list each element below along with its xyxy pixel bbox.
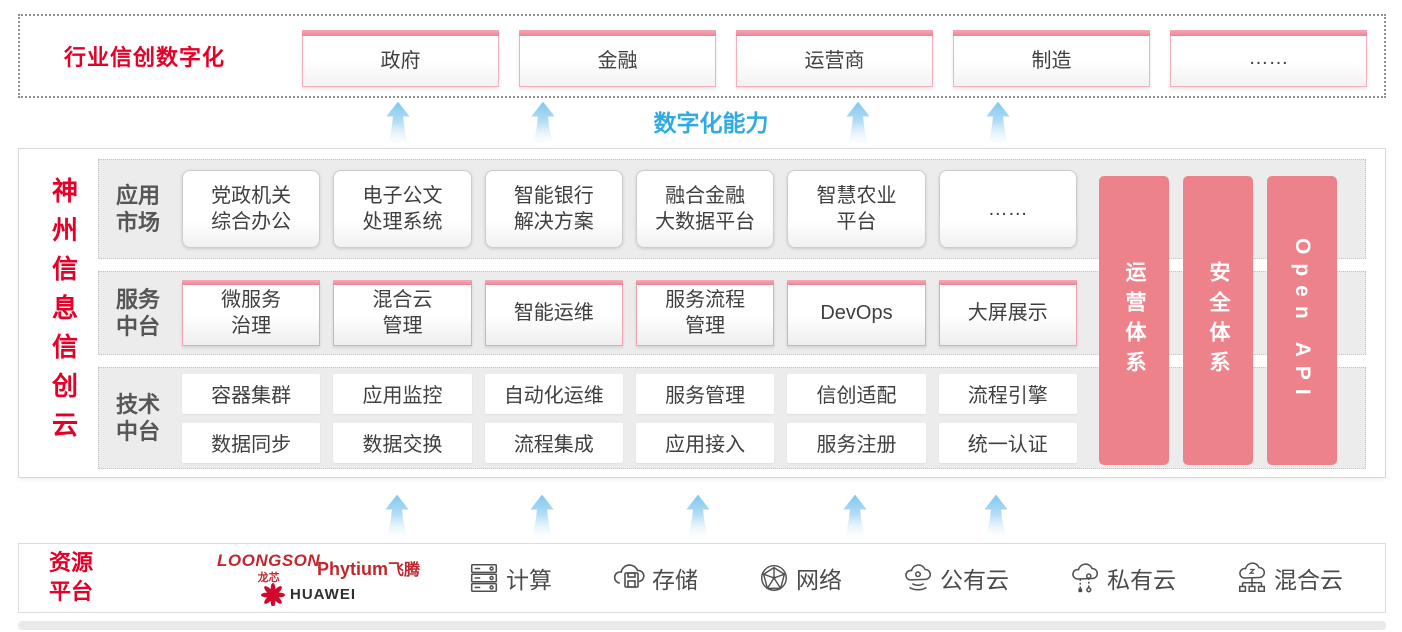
capability-label: 数字化能力 <box>653 110 769 136</box>
tech-box: 信创适配 <box>787 373 926 414</box>
industry-box-telecom: 运营商 <box>736 30 933 87</box>
private-cloud-icon <box>1072 563 1098 593</box>
resource-item-storage: 存储 <box>611 561 698 595</box>
tech-box: 服务注册 <box>787 422 926 463</box>
resource-platform-label: 资源平台 <box>49 544 93 612</box>
hybrid-cloud-icon <box>1238 562 1266 592</box>
up-arrow-icon <box>528 494 556 540</box>
service-platform-row: 服务中台 微服务 治理 混合云 管理 智能运维 服务流程 管理 DevOps 大… <box>98 271 1366 355</box>
tech-box: 自动化运维 <box>484 373 623 414</box>
tech-box: 应用接入 <box>635 422 775 463</box>
huawei-flower-icon <box>261 583 285 606</box>
tech-box: 数据交换 <box>333 422 472 463</box>
resource-label-text: 资源平台 <box>49 550 94 604</box>
app-box: 融合金融 大数据平台 <box>635 170 775 248</box>
service-platform-label: 服务中台 <box>116 286 161 340</box>
service-box: 混合云 管理 <box>333 280 472 346</box>
resource-item-private-cloud: 私有云 <box>1068 561 1176 595</box>
loongson-logo: LOONGSON 龙芯 <box>217 551 321 584</box>
up-arrow-icon <box>529 101 557 147</box>
app-box-more: …… <box>938 170 1077 248</box>
up-arrow-icon <box>684 494 712 540</box>
service-box: 智能运维 <box>484 280 624 346</box>
tech-platform-boxes: 容器集群 数据同步 应用监控 数据交换 自动化运维 流程集成 服务管理 应用接入… <box>182 368 1077 468</box>
service-box: DevOps <box>787 280 926 346</box>
tech-box: 统一认证 <box>938 422 1077 463</box>
tech-box: 数据同步 <box>182 422 321 463</box>
bottom-divider <box>18 621 1386 630</box>
industry-box-more: …… <box>1170 30 1367 87</box>
resource-items: 计算 存储 <box>467 544 1343 612</box>
tech-box: 流程集成 <box>484 422 623 463</box>
up-arrow-icon <box>982 494 1010 540</box>
app-market-row: 应用市场 党政机关 综合办公 电子公文 处理系统 智能银行 解决方案 融合金融 … <box>98 159 1366 259</box>
tech-box: 容器集群 <box>182 373 321 414</box>
service-box: 微服务 治理 <box>182 280 321 346</box>
app-box: 党政机关 综合办公 <box>182 170 321 248</box>
compute-icon <box>470 564 498 592</box>
cloud-platform-panel: 神州信息信创云 应用市场 党政机关 综合办公 电子公文 处理系统 智能银行 解决… <box>18 148 1386 478</box>
resource-item-public-cloud: 公有云 <box>901 561 1009 595</box>
industry-box-manufacturing: 制造 <box>953 30 1150 87</box>
huawei-logo: HUAWEI <box>261 582 356 606</box>
app-box: 智能银行 解决方案 <box>484 170 623 248</box>
up-arrow-icon <box>841 494 869 540</box>
storage-icon <box>613 564 645 588</box>
banner-title: 行业信创数字化 <box>64 45 226 70</box>
pillar-security: 安全体系 <box>1183 176 1253 465</box>
up-arrow-icon <box>844 101 872 147</box>
tech-box: 流程引擎 <box>938 373 1077 414</box>
public-cloud-icon <box>905 564 931 591</box>
up-arrow-icon <box>984 101 1012 147</box>
resource-item-network: 网络 <box>757 561 842 595</box>
network-icon <box>761 565 787 591</box>
resource-item-compute: 计算 <box>467 561 552 595</box>
platform-title-vertical: 神州信息信创云 <box>48 176 79 450</box>
tech-platform-label: 技术中台 <box>116 391 161 445</box>
resource-platform-panel: 资源平台 LOONGSON 龙芯 Phytium飞腾 <box>18 543 1386 613</box>
resource-item-hybrid-cloud: 混合云 <box>1235 561 1343 595</box>
app-box: 电子公文 处理系统 <box>333 170 472 248</box>
industry-row: 政府 金融 运营商 制造 …… <box>302 30 1367 87</box>
pillar-open-api: Open API <box>1267 176 1337 465</box>
up-arrow-icon <box>384 101 412 147</box>
industry-box-finance: 金融 <box>519 30 716 87</box>
app-market-boxes: 党政机关 综合办公 电子公文 处理系统 智能银行 解决方案 融合金融 大数据平台… <box>182 160 1077 258</box>
phytium-logo: Phytium飞腾 <box>317 559 421 579</box>
pillar-operations: 运营体系 <box>1099 176 1169 465</box>
industry-banner: 行业信创数字化 政府 金融 运营商 制造 …… <box>18 14 1386 98</box>
service-platform-boxes: 微服务 治理 混合云 管理 智能运维 服务流程 管理 DevOps 大屏展示 <box>182 272 1078 354</box>
up-arrow-icon <box>383 494 411 540</box>
tech-box: 应用监控 <box>333 373 472 414</box>
service-box: 服务流程 管理 <box>635 280 775 346</box>
app-market-label: 应用市场 <box>116 182 161 236</box>
industry-box-government: 政府 <box>302 30 499 87</box>
service-box: 大屏展示 <box>938 280 1078 346</box>
app-box: 智慧农业 平台 <box>787 170 926 248</box>
tech-box: 服务管理 <box>635 373 775 414</box>
tech-platform-row: 技术中台 容器集群 数据同步 应用监控 数据交换 自动化运维 流程集成 服务管理… <box>98 367 1366 469</box>
